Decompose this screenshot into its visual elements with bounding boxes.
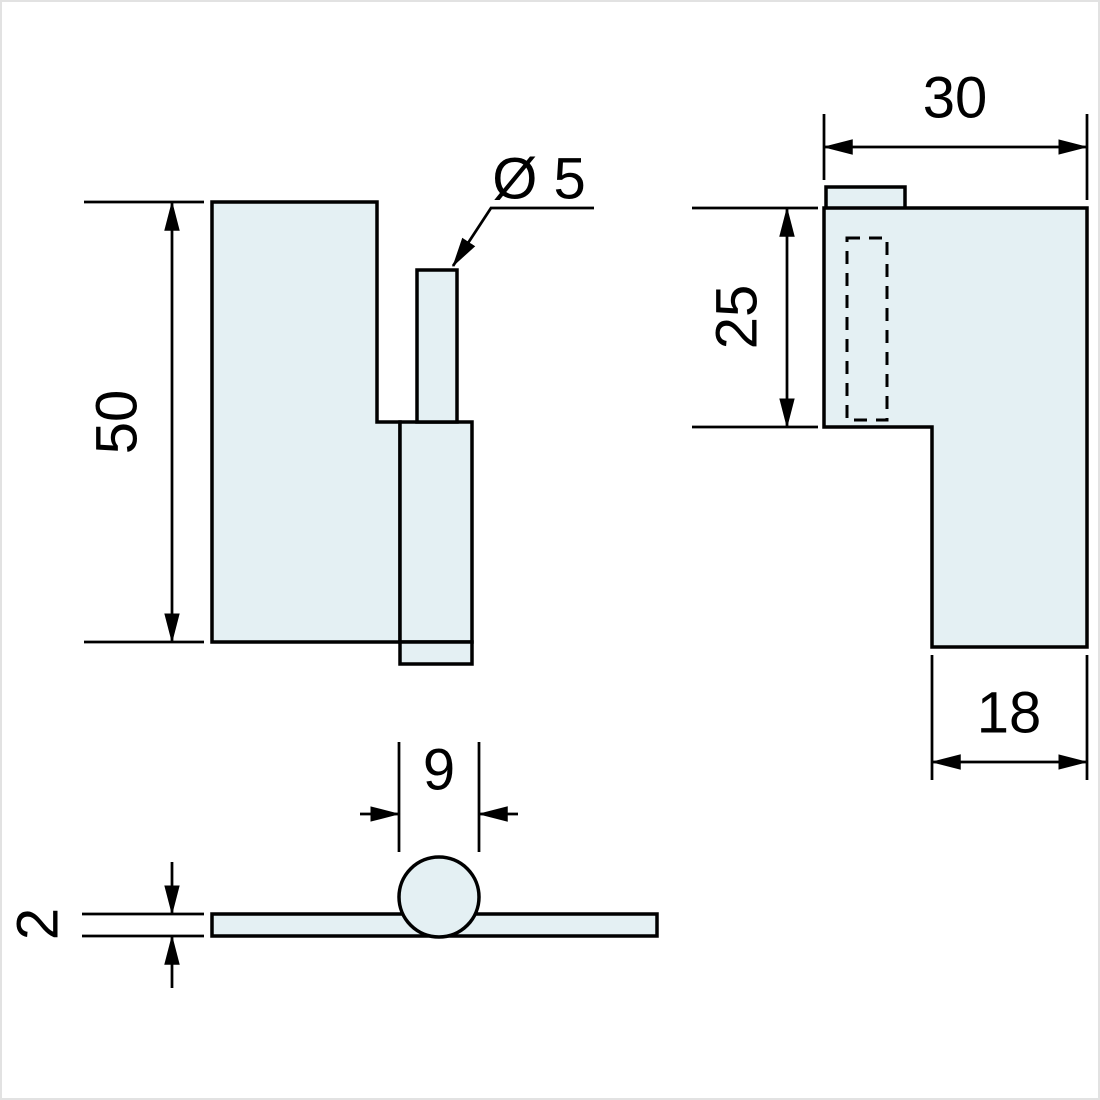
dim-height-50: 50 (84, 200, 204, 644)
front-pin (415, 268, 459, 424)
front-view (210, 200, 474, 666)
hidden-pin-hole (845, 236, 889, 422)
side-view (822, 185, 1089, 649)
top-knuckle-barrel (397, 855, 481, 939)
top-view (210, 855, 659, 939)
dim-leaf-width-label: 18 (977, 681, 1042, 746)
front-leaf (210, 200, 402, 644)
front-pin-bottom-tip (398, 640, 474, 666)
dim-thickness-label: 2 (6, 908, 71, 940)
dim-height-label: 50 (85, 390, 150, 455)
leader-line (451, 206, 594, 268)
dim-top-width-label: 30 (923, 66, 988, 131)
dim-knuckle-diameter-9: 9 (360, 738, 518, 852)
dim-knuckle-diameter-label: 9 (423, 738, 455, 803)
dim-leaf-width-18: 18 (930, 655, 1089, 780)
dim-top-width-30: 30 (822, 66, 1089, 200)
side-leaf-outline (822, 206, 1089, 649)
dim-knuckle-height-label: 25 (705, 285, 770, 350)
dim-thickness-2: 2 (6, 862, 204, 988)
front-knuckle (398, 420, 474, 644)
side-pin-top-tip (824, 185, 907, 211)
pin-diameter-label: Ø 5 (492, 147, 586, 212)
callout-pin-diameter: Ø 5 (451, 147, 594, 268)
dim-knuckle-height-25: 25 (692, 206, 818, 429)
